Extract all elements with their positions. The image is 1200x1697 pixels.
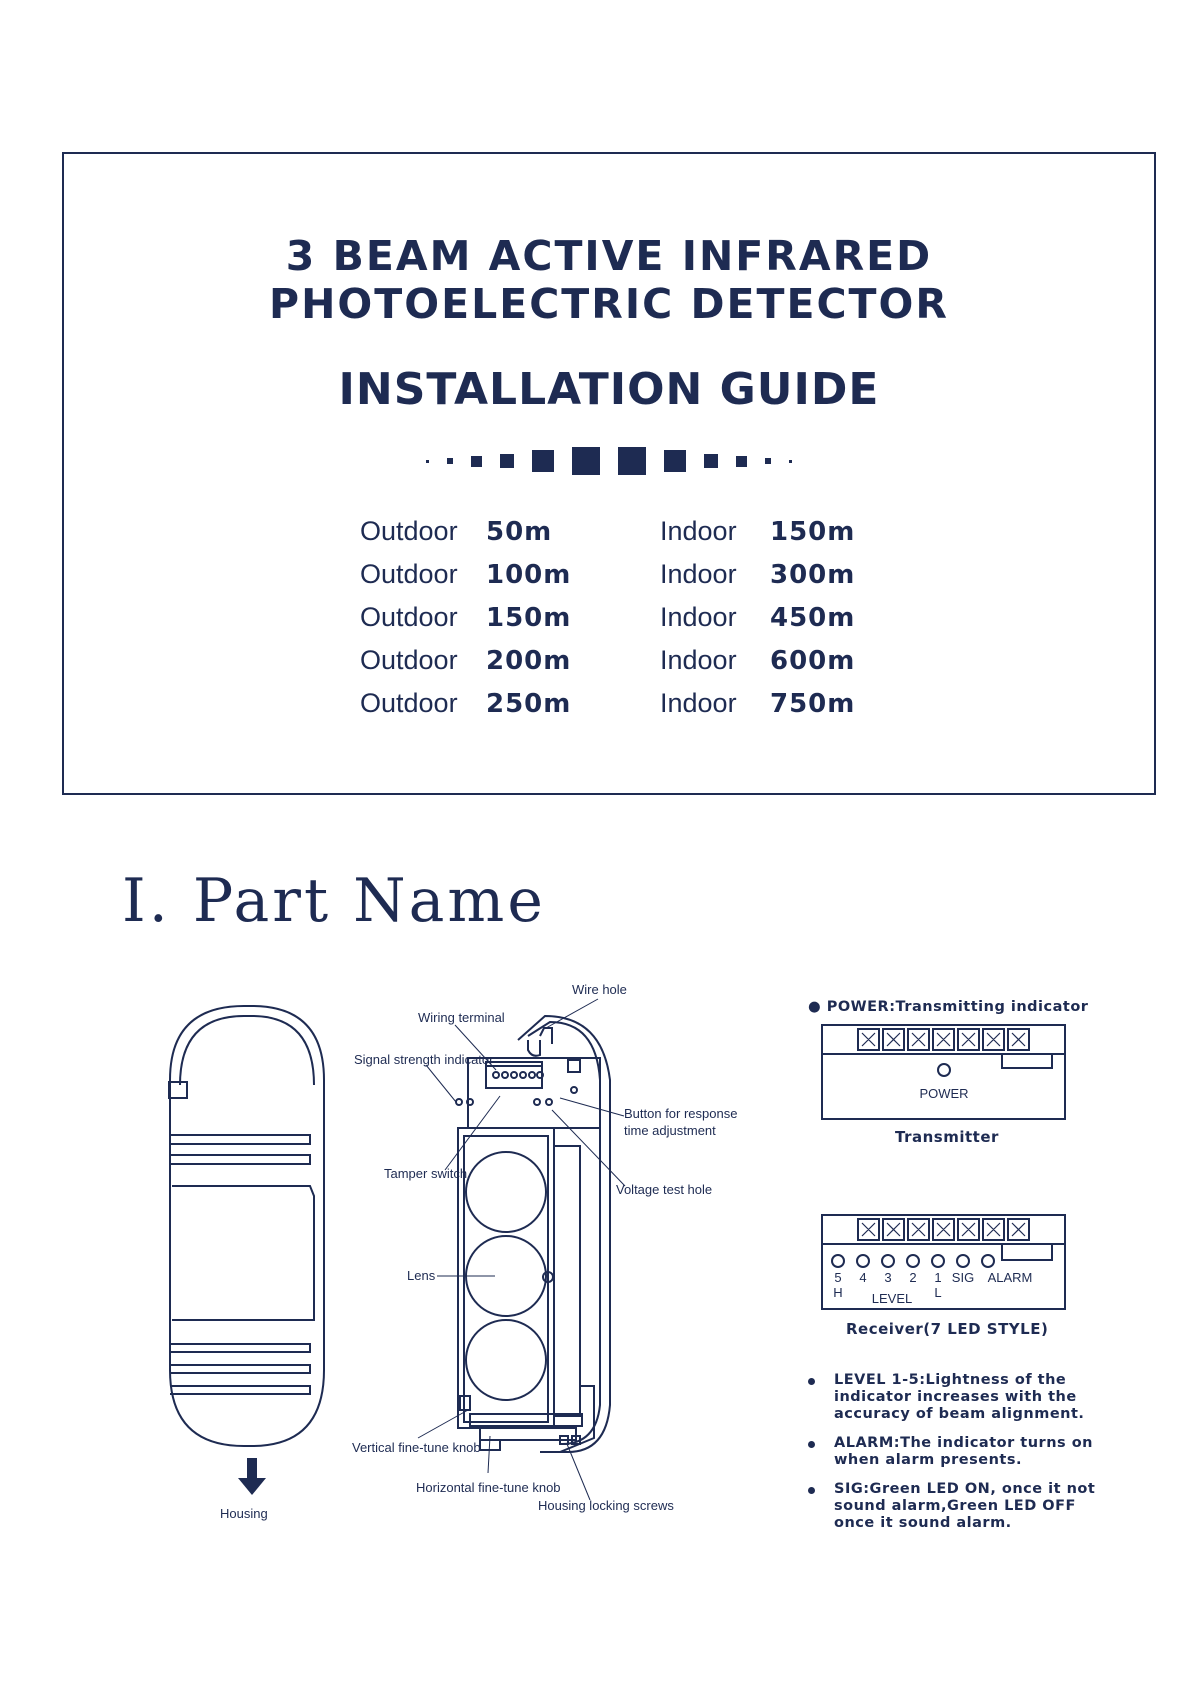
title-line-2: PHOTOELECTRIC DETECTOR — [269, 280, 949, 328]
receiver-panel-illustration — [821, 1214, 1066, 1310]
spec-row: Indoor 600m — [660, 645, 855, 688]
spec-row: Outdoor 50m — [360, 516, 571, 559]
spec-value: 150m — [486, 603, 572, 633]
spec-label: Indoor — [660, 559, 737, 589]
low-label: L — [934, 1285, 941, 1300]
spec-label: Outdoor — [360, 645, 458, 675]
level-2-label: 2 — [909, 1270, 916, 1285]
spec-value: 750m — [770, 689, 856, 719]
spec-value: 300m — [770, 560, 856, 590]
spec-label: Indoor — [660, 645, 737, 675]
spec-row: Indoor 450m — [660, 602, 855, 645]
level-4-label: 4 — [859, 1270, 866, 1285]
label-button-response-1: Button for response — [624, 1106, 737, 1121]
spec-row: Indoor 150m — [660, 516, 855, 559]
label-housing: Housing — [220, 1506, 268, 1521]
spec-label: Indoor — [660, 688, 737, 718]
label-wiring-terminal: Wiring terminal — [418, 1010, 505, 1025]
level-1-label: 1 — [934, 1270, 941, 1285]
title-box: 3 BEAM ACTIVE INFRARED PHOTOELECTRIC DET… — [62, 152, 1156, 795]
level-3-label: 3 — [884, 1270, 891, 1285]
label-lens: Lens — [407, 1268, 436, 1283]
outdoor-range-list: Outdoor 50m Outdoor 100m Outdoor 150m Outdo… — [360, 516, 571, 731]
level-5-label: 5 — [834, 1270, 841, 1285]
power-note: ● POWER:Transmitting indicator — [808, 999, 1088, 1016]
receiver-caption: Receiver(7 LED STYLE) — [846, 1320, 1049, 1338]
label-vertical-knob: Vertical fine-tune knob — [352, 1440, 481, 1455]
decorative-dot-divider — [64, 447, 1154, 477]
spec-row: Indoor 750m — [660, 688, 855, 731]
spec-value: 250m — [486, 689, 572, 719]
sig-label: SIG — [952, 1270, 974, 1285]
power-led-label: POWER — [919, 1086, 968, 1101]
spec-row: Outdoor 150m — [360, 602, 571, 645]
spec-row: Outdoor 200m — [360, 645, 571, 688]
spec-label: Indoor — [660, 602, 737, 632]
label-horizontal-knob: Horizontal fine-tune knob — [416, 1480, 561, 1495]
alarm-label: ALARM — [988, 1270, 1033, 1285]
transmitter-caption: Transmitter — [895, 1128, 999, 1146]
label-tamper-switch: Tamper switch — [384, 1166, 467, 1181]
level-label: LEVEL — [872, 1291, 912, 1306]
spec-value: 50m — [486, 517, 553, 547]
installation-guide-heading: INSTALLATION GUIDE — [338, 364, 880, 415]
label-wire-hole: Wire hole — [572, 982, 627, 997]
housing-illustration — [168, 1005, 325, 1447]
label-locking-screws: Housing locking screws — [538, 1498, 674, 1513]
spec-label: Outdoor — [360, 602, 458, 632]
transmitter-panel-illustration — [821, 1024, 1066, 1120]
spec-label: Outdoor — [360, 688, 458, 718]
section-title: I. Part Name — [122, 866, 546, 936]
spec-row: Outdoor 100m — [360, 559, 571, 602]
down-arrow-icon — [238, 1458, 266, 1495]
spec-value: 150m — [770, 517, 856, 547]
spec-label: Indoor — [660, 516, 737, 546]
spec-value: 200m — [486, 646, 572, 676]
note-level: LEVEL 1-5:Lightness of the indicator inc… — [808, 1372, 1108, 1423]
label-signal-strength: Signal strength indicator — [354, 1052, 494, 1067]
indicator-notes: LEVEL 1-5:Lightness of the indicator inc… — [808, 1372, 1108, 1544]
spec-row: Indoor 300m — [660, 559, 855, 602]
note-sig: SIG:Green LED ON, once it not sound alar… — [808, 1481, 1108, 1532]
spec-value: 100m — [486, 560, 572, 590]
spec-value: 450m — [770, 603, 856, 633]
label-button-response-2: time adjustment — [624, 1123, 716, 1138]
indoor-range-list: Indoor 150m Indoor 300m Indoor 450m Indoor 6… — [660, 516, 855, 731]
spec-value: 600m — [770, 646, 856, 676]
note-alarm: ALARM:The indicator turns on when alarm … — [808, 1435, 1108, 1469]
terminal-x-marks — [861, 1032, 1026, 1237]
detector-illustration — [455, 1014, 611, 1453]
leader-lines — [417, 998, 626, 1501]
spec-label: Outdoor — [360, 516, 458, 546]
spec-row: Outdoor 250m — [360, 688, 571, 731]
label-voltage-test: Voltage test hole — [616, 1182, 712, 1197]
title-line-1: 3 BEAM ACTIVE INFRARED — [285, 232, 933, 280]
high-label: H — [833, 1285, 842, 1300]
bullet-icon: ● — [808, 999, 827, 1015]
spec-label: Outdoor — [360, 559, 458, 589]
power-note-text: POWER:Transmitting indicator — [826, 999, 1089, 1015]
